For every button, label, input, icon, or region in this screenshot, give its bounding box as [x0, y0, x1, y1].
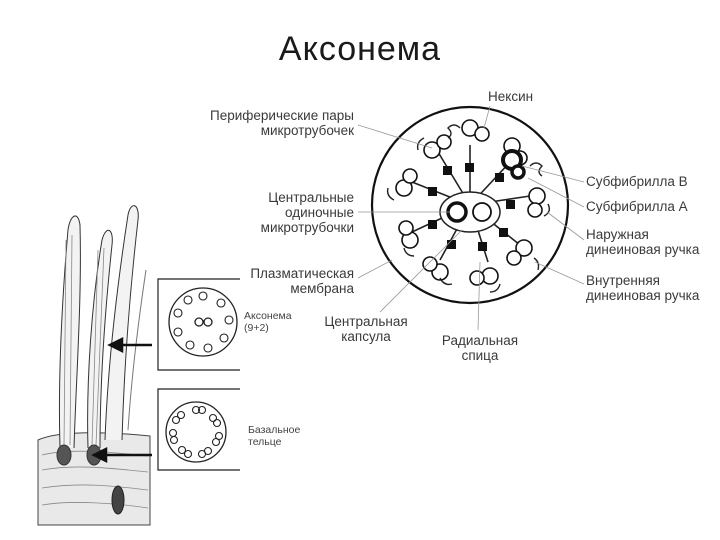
main-axoneme-cross-section: [370, 105, 570, 305]
basal-body-cross-section: [165, 401, 227, 463]
leader-lines: [357, 105, 585, 331]
axoneme-9-2-cross-section: [168, 287, 238, 357]
label-subfibril-a: Субфибрилла A: [586, 199, 688, 214]
label-nexin: Нексин: [488, 89, 534, 104]
label-axoneme-inset: Аксонема(9+2): [244, 310, 292, 334]
inset-frames: [157, 278, 240, 471]
page-title: Аксонема: [278, 30, 442, 68]
cilia-illustration: [37, 205, 151, 526]
arrows: [91, 336, 152, 464]
label-subfibril-b: Субфибрилла B: [586, 174, 688, 189]
